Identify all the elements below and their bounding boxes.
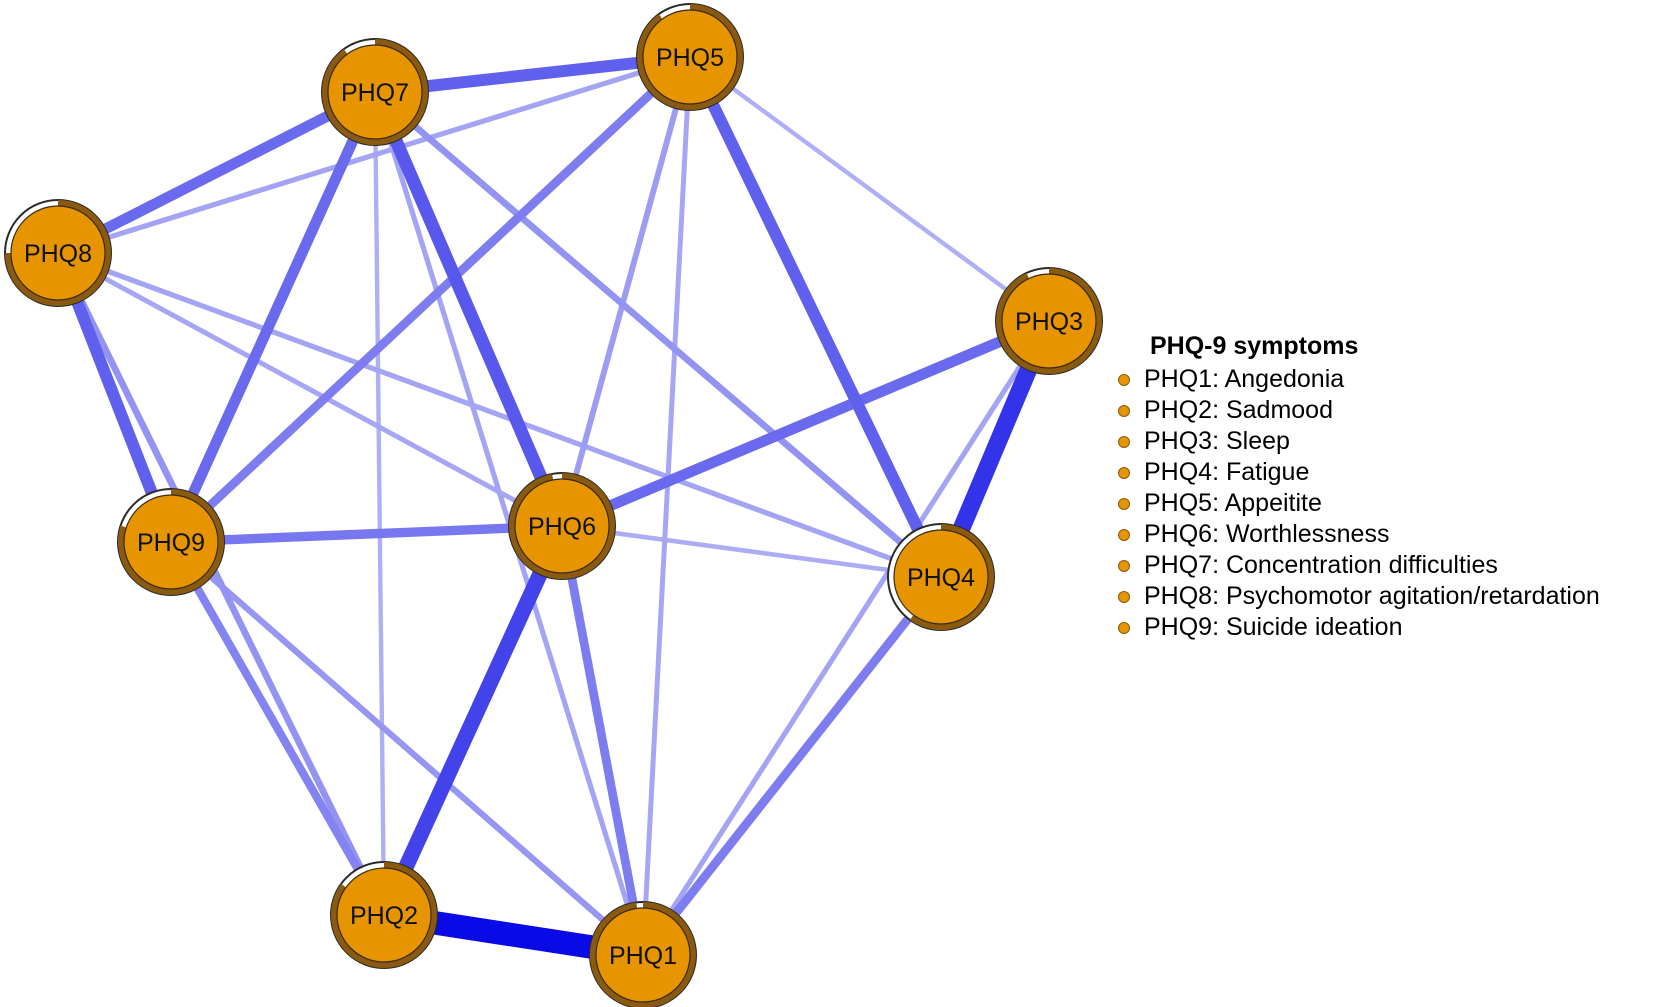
legend-item-phq7: PHQ7: Concentration difficulties (1118, 550, 1600, 581)
node-label: PHQ7 (341, 79, 409, 107)
node-pie-arc (996, 268, 1102, 374)
legend-item-phq9: PHQ9: Suicide ideation (1118, 612, 1600, 643)
node-label: PHQ3 (1015, 308, 1083, 336)
legend-dot-icon (1118, 497, 1130, 510)
node-label: PHQ8 (24, 240, 92, 268)
node-label: PHQ9 (137, 529, 205, 557)
node-pie-arc (322, 39, 428, 145)
edge-phq5-phq4 (684, 54, 947, 580)
legend-title: PHQ-9 symptoms (1150, 332, 1359, 360)
edge-phq8-phq5 (57, 54, 691, 256)
edge-phq8-phq7 (55, 87, 378, 258)
node-pie-arc (637, 4, 743, 110)
legend-dot-icon (1118, 435, 1130, 448)
edge-phq3-phq1 (640, 319, 1052, 957)
node-pie-arc (509, 473, 615, 579)
legend-dot-icon (1118, 373, 1130, 386)
node-phq1: PHQ1 (589, 901, 697, 1007)
legend-item-label: PHQ3: Sleep (1144, 427, 1290, 455)
edge-phq6-phq4 (561, 523, 942, 580)
edge-phq9-phq7 (166, 89, 380, 545)
edge-phq7-phq4 (372, 89, 944, 580)
legend: PHQ-9 symptoms PHQ1: Angedonia PHQ2: Sad… (1118, 330, 1600, 643)
node-phq6: PHQ6 (508, 472, 616, 580)
edge-phq8-phq2 (54, 251, 388, 917)
node-phq7: PHQ7 (321, 38, 429, 146)
node-label: PHQ4 (907, 564, 975, 592)
legend-item-label: PHQ2: Sadmood (1144, 396, 1333, 424)
legend-item-phq8: PHQ8: Psychomotor agitation/retardation (1118, 581, 1600, 612)
edge-phq5-phq6 (559, 56, 693, 527)
legend-item-phq1: PHQ1: Angedonia (1118, 364, 1600, 395)
legend-item-label: PHQ6: Worthlessness (1144, 520, 1390, 548)
node-fill (327, 44, 423, 140)
edge-phq2-phq6 (376, 522, 570, 919)
legend-dot-icon (1118, 559, 1130, 572)
edge-phq5-phq1 (640, 56, 693, 956)
legend-item-phq6: PHQ6: Worthlessness (1118, 519, 1600, 550)
legend-item-label: PHQ7: Concentration difficulties (1144, 551, 1498, 579)
node-fill (336, 867, 432, 963)
legend-dot-icon (1118, 621, 1130, 634)
legend-dot-icon (1118, 590, 1130, 603)
legend-item-phq3: PHQ3: Sleep (1118, 426, 1600, 457)
legend-dot-icon (1118, 466, 1130, 479)
legend-item-label: PHQ1: Angedonia (1144, 365, 1345, 393)
node-phq3: PHQ3 (995, 267, 1103, 375)
node-fill (642, 9, 738, 105)
node-phq9: PHQ9 (117, 488, 225, 596)
edge-phq8-phq6 (56, 250, 564, 529)
edge-phq8-phq4 (57, 250, 942, 580)
edge-phq7-phq2 (372, 91, 387, 916)
edge-phq6-phq1 (557, 525, 648, 956)
node-pie-arc (590, 902, 696, 1007)
node-phq8: PHQ8 (4, 199, 112, 307)
node-phq5: PHQ5 (636, 3, 744, 111)
edge-phq9-phq6 (170, 521, 563, 547)
node-label: PHQ2 (350, 902, 418, 930)
edge-phq6-phq3 (559, 315, 1052, 532)
node-label: PHQ5 (656, 44, 724, 72)
edge-phq4-phq1 (639, 574, 945, 958)
node-pie-arc (118, 489, 224, 595)
node-fill (893, 529, 989, 625)
node-phq4: PHQ4 (887, 523, 995, 631)
node-pie-arc (909, 524, 994, 630)
edge-phq9-phq5 (167, 53, 694, 546)
node-pie-arc (5, 200, 111, 306)
legend-dot-icon (1118, 528, 1130, 541)
node-fill (123, 494, 219, 590)
legend-item-label: PHQ8: Psychomotor agitation/retardation (1144, 582, 1600, 610)
legend-item-label: PHQ5: Appeitite (1144, 489, 1322, 517)
edge-phq9-phq2 (167, 539, 388, 918)
legend-item-label: PHQ9: Suicide ideation (1144, 613, 1403, 641)
legend-item-phq2: PHQ2: Sadmood (1118, 395, 1600, 426)
node-pie-arc (331, 862, 437, 968)
edge-phq5-phq3 (688, 55, 1051, 323)
legend-item-phq4: PHQ4: Fatigue (1118, 457, 1600, 488)
edge-phq7-phq6 (369, 89, 568, 529)
node-fill (1001, 273, 1097, 369)
legend-dot-icon (1118, 404, 1130, 417)
node-fill (595, 907, 691, 1003)
node-fill (10, 205, 106, 301)
node-fill (514, 478, 610, 574)
legend-item-label: PHQ4: Fatigue (1144, 458, 1310, 486)
node-label: PHQ1 (609, 942, 677, 970)
node-label: PHQ6 (528, 513, 596, 541)
edge-phq9-phq1 (168, 539, 646, 958)
node-phq2: PHQ2 (330, 861, 438, 969)
legend-item-phq5: PHQ5: Appeitite (1118, 488, 1600, 519)
